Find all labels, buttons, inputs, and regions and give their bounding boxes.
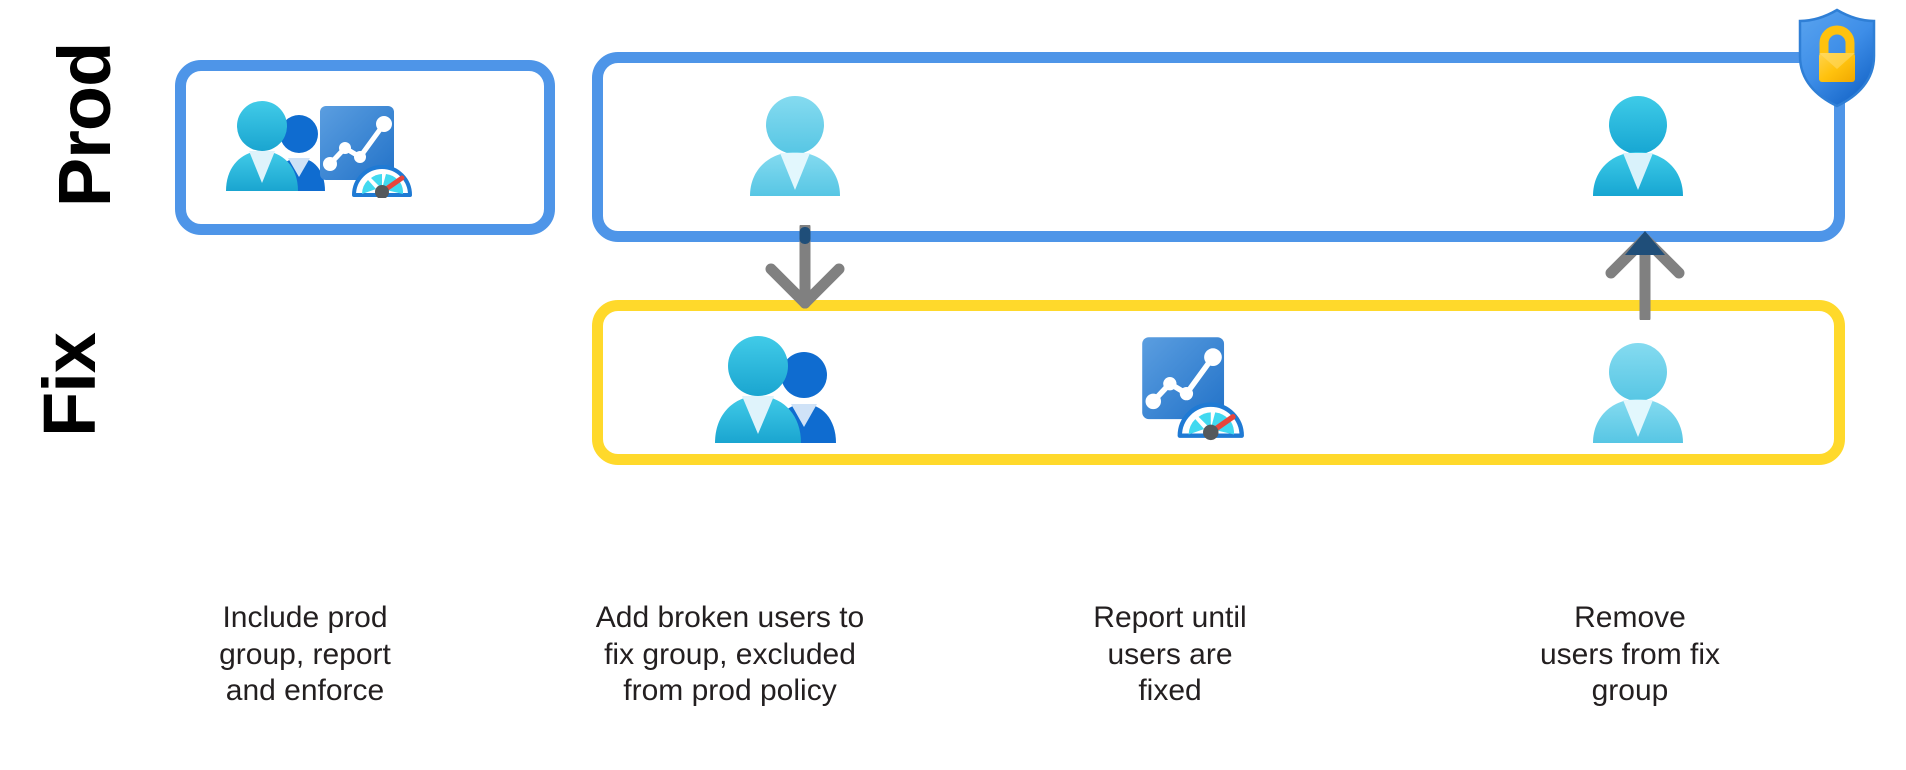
caption-line: from prod policy — [623, 674, 837, 708]
caption-line: Add broken users to — [595, 601, 865, 634]
caption-line: fixed — [1138, 674, 1202, 708]
monitor-chart-icon — [1140, 333, 1255, 441]
prod-group-box — [175, 60, 555, 235]
users-group-icon — [218, 98, 338, 193]
caption-line: users are — [1107, 637, 1233, 671]
shield-lock-icon — [1792, 8, 1882, 108]
caption-line: and enforce — [225, 674, 385, 708]
caption-line: users from fix — [1539, 637, 1721, 671]
caption-line: group — [1591, 674, 1669, 708]
arrow-down-prod-to-fix — [755, 221, 855, 320]
caption-line: Include prod — [222, 601, 388, 634]
user-icon — [1583, 340, 1693, 445]
caption-step-4: Remove users from fix group — [1480, 600, 1780, 710]
caption-line: group, report — [219, 637, 391, 671]
user-icon — [1583, 93, 1693, 198]
caption-line: Remove — [1574, 601, 1686, 634]
caption-line: fix group, excluded — [604, 637, 856, 671]
row-label-fix: Fix — [28, 333, 111, 437]
caption-step-1: Include prod group, report and enforce — [165, 600, 445, 710]
caption-step-3: Report until users are fixed — [1040, 600, 1300, 710]
monitor-chart-icon — [318, 104, 422, 199]
caption-line: Report until — [1093, 601, 1247, 634]
row-label-prod: Prod — [43, 42, 126, 208]
caption-step-2: Add broken users to fix group, excluded … — [570, 600, 890, 710]
arrow-up-fix-to-prod — [1595, 225, 1695, 324]
user-icon — [740, 93, 850, 198]
users-group-icon — [705, 333, 850, 445]
